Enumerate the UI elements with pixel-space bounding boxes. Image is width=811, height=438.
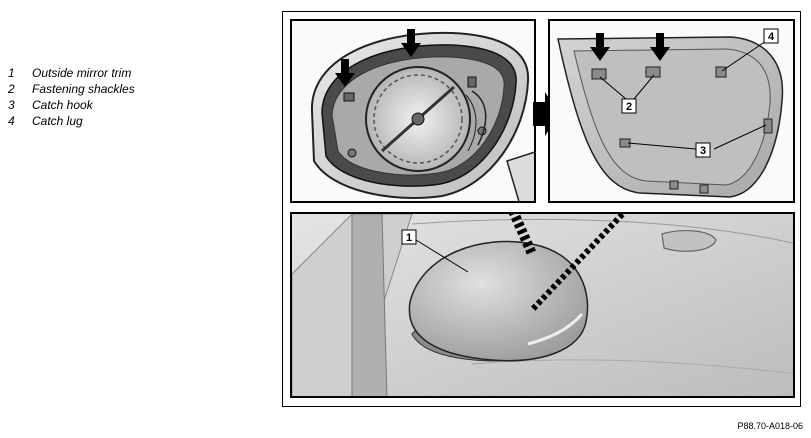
trim-inside-illustration: 2 3 4	[557, 28, 784, 198]
legend-label: Catch lug	[32, 114, 83, 128]
door-mirror-illustration: 1	[292, 214, 793, 396]
panel-mirror-housing	[290, 19, 536, 203]
panel-trim-inside: 2 3 4	[548, 19, 795, 203]
callout-3: 3	[700, 145, 706, 157]
legend-item-2: 2 Fastening shackles	[8, 81, 135, 97]
legend-item-4: 4 Catch lug	[8, 113, 135, 129]
legend-item-1: 1 Outside mirror trim	[8, 65, 135, 81]
legend: 1 Outside mirror trim 2 Fastening shackl…	[8, 65, 135, 129]
legend-label: Outside mirror trim	[32, 66, 132, 80]
legend-number: 2	[8, 82, 15, 96]
figure-frame: 2 3 4	[282, 11, 801, 407]
legend-number: 3	[8, 98, 15, 112]
legend-label: Fastening shackles	[32, 82, 135, 96]
arrow-down-icon	[590, 33, 610, 61]
legend-item-3: 3 Catch hook	[8, 97, 135, 113]
figure-code: P88.70-A018-06	[737, 421, 803, 431]
callout-2: 2	[626, 101, 632, 113]
legend-label: Catch hook	[32, 98, 93, 112]
arrow-down-icon	[401, 29, 421, 57]
arrow-down-icon	[335, 59, 355, 87]
legend-number: 4	[8, 114, 15, 128]
detail-pointer-left	[508, 214, 537, 257]
arrow-down-icon	[650, 33, 670, 61]
callout-1: 1	[406, 232, 412, 244]
mirror-housing-illustration	[310, 29, 534, 201]
detail-pointer-right	[529, 214, 627, 313]
panel-door-mirror: 1	[290, 212, 795, 398]
legend-number: 1	[8, 66, 15, 80]
callout-4: 4	[768, 31, 775, 43]
